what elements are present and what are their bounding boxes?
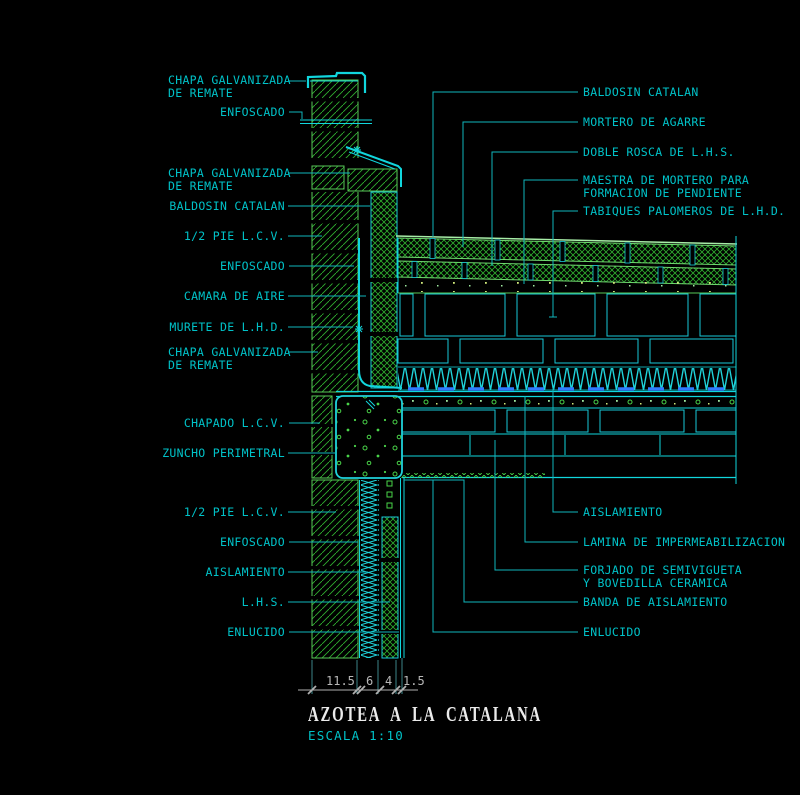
label-chapa-remate-1a: CHAPA GALVANIZADA — [168, 73, 291, 87]
mortar-slope-bed — [398, 279, 736, 294]
tabiques-palomeros — [397, 293, 737, 364]
label-murete: MURETE DE L.H.D. — [169, 320, 285, 334]
label-aislamiento-left: AISLAMIENTO — [206, 565, 285, 579]
drawing-scale: ESCALA 1:10 — [308, 728, 404, 743]
ledge-tile-right — [347, 168, 398, 192]
zuncho-perimetral — [335, 395, 403, 479]
label-baldosin-right: BALDOSIN CATALAN — [583, 85, 699, 99]
label-lhs: L.H.S. — [242, 595, 285, 609]
label-banda: BANDA DE AISLAMIENTO — [583, 595, 727, 609]
labels-left: CHAPA GALVANIZADA DE REMATE ENFOSCADO CH… — [162, 73, 291, 639]
label-medio-pie-2: 1/2 PIE L.C.V. — [184, 505, 285, 519]
label-chapado: CHAPADO L.C.V. — [184, 416, 285, 430]
wrap-flashing — [358, 238, 403, 389]
label-enfoscado-2: ENFOSCADO — [220, 259, 285, 273]
label-chapa-remate-2b: DE REMATE — [168, 179, 233, 193]
parapet-wall — [310, 79, 398, 393]
label-chapa-remate-3b: DE REMATE — [168, 358, 233, 372]
label-camara-aire: CAMARA DE AIRE — [184, 289, 285, 303]
label-enlucido-right: ENLUCIDO — [583, 625, 641, 639]
label-chapa-remate-1b: DE REMATE — [168, 86, 233, 100]
label-chapa-remate-2a: CHAPA GALVANIZADA — [168, 166, 291, 180]
tile-joints — [411, 238, 729, 285]
label-enfoscado-3: ENFOSCADO — [220, 535, 285, 549]
label-tabiques: TABIQUES PALOMEROS DE L.H.D. — [583, 204, 785, 218]
ceiling-plaster-band — [382, 473, 545, 478]
label-maestra-a: MAESTRA DE MORTERO PARA — [583, 173, 749, 187]
label-forjado-b: Y BOVEDILLA CERAMICA — [583, 576, 727, 590]
leaders-right — [404, 91, 578, 633]
label-zuncho: ZUNCHO PERIMETRAL — [162, 446, 285, 460]
label-chapa-remate-3a: CHAPA GALVANIZADA — [168, 345, 291, 359]
enlucido-layer-lines — [400, 478, 405, 658]
dim-value-3: 4 — [385, 674, 392, 688]
label-enlucido-left: ENLUCIDO — [227, 625, 285, 639]
label-maestra-b: FORMACION DE PENDIENTE — [583, 186, 742, 200]
dim-value-1: 11.5 — [326, 674, 355, 688]
lower-wall — [311, 478, 405, 659]
dimension-ticks — [307, 685, 407, 695]
labels-right: BALDOSIN CATALAN MORTERO DE AGARRE DOBLE… — [583, 85, 785, 639]
label-medio-pie-1: 1/2 PIE L.C.V. — [184, 229, 285, 243]
label-forjado-a: FORJADO DE SEMIVIGUETA — [583, 563, 742, 577]
sloped-flashing — [345, 146, 402, 187]
concrete-topping — [402, 397, 736, 408]
title-block: AZOTEA A LA CATALANA ESCALA 1:10 — [308, 702, 542, 743]
roof-insulation — [398, 366, 736, 391]
dimension-block: 11.5 6 4 1.5 — [298, 658, 425, 695]
floor-slab — [382, 407, 737, 479]
murete-lhd — [370, 191, 398, 389]
label-mortero-agarre: MORTERO DE AGARRE — [583, 115, 706, 129]
dim-value-4: 1.5 — [403, 674, 425, 688]
roof-top-line — [395, 235, 738, 245]
label-lamina: LAMINA DE IMPERMEABILIZACION — [583, 535, 785, 549]
lhs-leaf — [381, 516, 399, 659]
label-aislamiento-right: AISLAMIENTO — [583, 505, 662, 519]
dim-value-2: 6 — [366, 674, 373, 688]
drawing-title: AZOTEA A LA CATALANA — [308, 702, 542, 726]
enfoscado-lines — [300, 119, 372, 124]
leaders-left — [288, 80, 399, 633]
label-enfoscado-1: ENFOSCADO — [220, 105, 285, 119]
wall-insulation — [361, 480, 379, 658]
label-baldosin-left: BALDOSIN CATALAN — [169, 199, 285, 213]
banda-aislamiento — [386, 480, 393, 509]
coping-flashing — [306, 71, 367, 93]
label-doble-rosca: DOBLE ROSCA DE L.H.S. — [583, 145, 735, 159]
extension-lines — [311, 658, 403, 694]
waterproof-membrane — [336, 387, 736, 398]
chapado-lcv — [311, 395, 333, 479]
ledge-tile-left — [311, 165, 345, 190]
